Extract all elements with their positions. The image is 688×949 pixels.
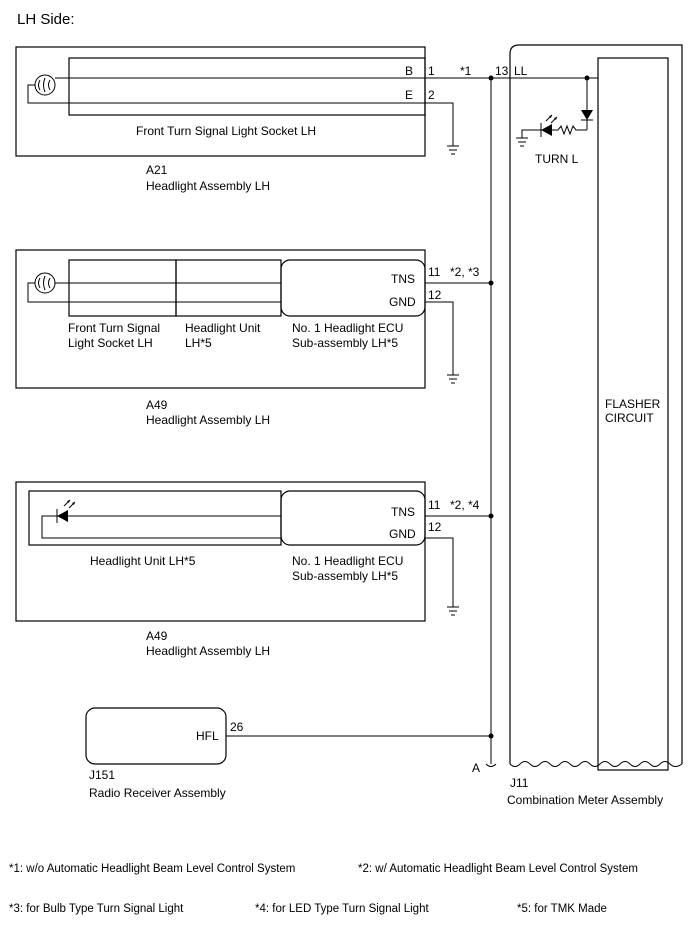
a49-bulb-code: A49 <box>146 398 168 412</box>
a49-led-code: A49 <box>146 629 168 643</box>
a49-led-headlight-assembly: TNS GND Headlight Unit LH*5 No. 1 Headli… <box>15 481 426 658</box>
a21-pin-e-number: 2 <box>428 88 435 102</box>
a21-code: A21 <box>146 163 168 177</box>
ground-icon <box>447 145 459 155</box>
a49-bulb-ecu-label-1: No. 1 Headlight ECU <box>292 321 403 335</box>
j11-code: J11 <box>510 776 529 790</box>
a49-bulb-outer-box <box>15 249 426 389</box>
a49-bulb-note: *2, *3 <box>450 265 480 279</box>
j11-break-line <box>509 761 683 767</box>
a21-pin-b: B <box>405 64 413 78</box>
a49-bulb-socket-label-2: Light Socket LH <box>68 336 153 350</box>
junction-dot <box>488 280 494 286</box>
junction-label: A <box>472 761 480 775</box>
junction-dot <box>488 733 494 739</box>
a49-bulb-ecu-label-2: Sub-assembly LH*5 <box>292 336 398 350</box>
a49-bulb-ecu-box <box>280 259 426 317</box>
footnote-4: *4: for LED Type Turn Signal Light <box>255 903 429 915</box>
footnote-5: *5: for TMK Made <box>517 903 607 915</box>
a49-led-unit-label: Headlight Unit LH*5 <box>90 554 196 568</box>
a49-bulb-name: Headlight Assembly LH <box>146 413 270 427</box>
junction-dot <box>488 75 494 81</box>
a49-led-pin-gnd-number: 12 <box>428 520 442 534</box>
j151-pin-hfl: HFL <box>196 729 219 743</box>
a21-pin-b-number: 1 <box>428 64 435 78</box>
j151-pin-number: 26 <box>230 720 244 734</box>
a21-headlight-assembly: B E Front Turn Signal Light Socket LH A2… <box>15 46 426 193</box>
j11-combination-meter: FLASHER CIRCUIT 13 LL TURN L J11 Combina… <box>495 44 683 807</box>
j11-name: Combination Meter Assembly <box>507 793 663 807</box>
a49-bulb-pin-tns-number: 11 <box>428 265 441 279</box>
diagram-title: LH Side: <box>17 11 75 28</box>
a49-led-ecu-box <box>280 490 426 546</box>
a49-led-pin-gnd: GND <box>389 527 416 541</box>
a49-bulb-unit-box <box>175 259 282 317</box>
ground-icon <box>447 606 459 616</box>
a49-led-ecu-label-2: Sub-assembly LH*5 <box>292 569 398 583</box>
j11-turn-label: TURN L <box>535 152 579 166</box>
j151-code: J151 <box>89 768 115 782</box>
j151-name: Radio Receiver Assembly <box>89 786 226 800</box>
led-icon <box>56 499 76 523</box>
bulb-icon <box>34 272 56 294</box>
a49-bulb-socket-label-1: Front Turn Signal <box>68 321 160 335</box>
j11-pin-ll: LL <box>514 64 528 78</box>
a49-led-note: *2, *4 <box>450 498 480 512</box>
a21-pin-e: E <box>405 88 413 102</box>
a49-bulb-headlight-assembly: TNS GND Front Turn Signal Light Socket L… <box>15 249 426 427</box>
footnote-3: *3: for Bulb Type Turn Signal Light <box>9 903 184 915</box>
j11-flasher-label-1: FLASHER <box>605 397 661 411</box>
a49-bulb-pin-gnd-number: 12 <box>428 288 442 302</box>
a21-socket-box <box>68 57 426 116</box>
a49-bulb-unit-label-2: LH*5 <box>185 336 212 350</box>
footnote-2: *2: w/ Automatic Headlight Beam Level Co… <box>358 863 638 875</box>
a49-led-name: Headlight Assembly LH <box>146 644 270 658</box>
a49-bulb-pin-tns: TNS <box>391 272 415 286</box>
a49-bulb-socket-box <box>68 259 177 317</box>
bulb-icon <box>34 74 56 96</box>
a49-led-pin-tns: TNS <box>391 505 415 519</box>
a21-note: *1 <box>460 64 472 78</box>
a21-socket-label: Front Turn Signal Light Socket LH <box>136 124 316 138</box>
a21-name: Headlight Assembly LH <box>146 179 270 193</box>
a49-bulb-pin-gnd: GND <box>389 295 416 309</box>
footnotes: *1: w/o Automatic Headlight Beam Level C… <box>9 863 638 915</box>
a49-led-pin-tns-number: 11 <box>428 498 441 512</box>
a49-led-ecu-label-1: No. 1 Headlight ECU <box>292 554 403 568</box>
a49-bulb-unit-label-1: Headlight Unit <box>185 321 261 335</box>
j11-flasher-label-2: CIRCUIT <box>605 411 654 425</box>
ground-icon <box>447 374 459 384</box>
j151-radio-receiver: HFL J151 Radio Receiver Assembly <box>85 707 227 800</box>
footnote-1: *1: w/o Automatic Headlight Beam Level C… <box>9 863 295 875</box>
a21-outer-box <box>15 46 426 157</box>
turn-indicator-icon <box>516 75 593 147</box>
j11-outer-frame <box>509 44 683 764</box>
j11-pin-number: 13 <box>495 64 509 78</box>
junction-dot <box>488 513 494 519</box>
a49-led-outer-box <box>15 481 426 622</box>
j11-flasher-box <box>597 57 669 771</box>
